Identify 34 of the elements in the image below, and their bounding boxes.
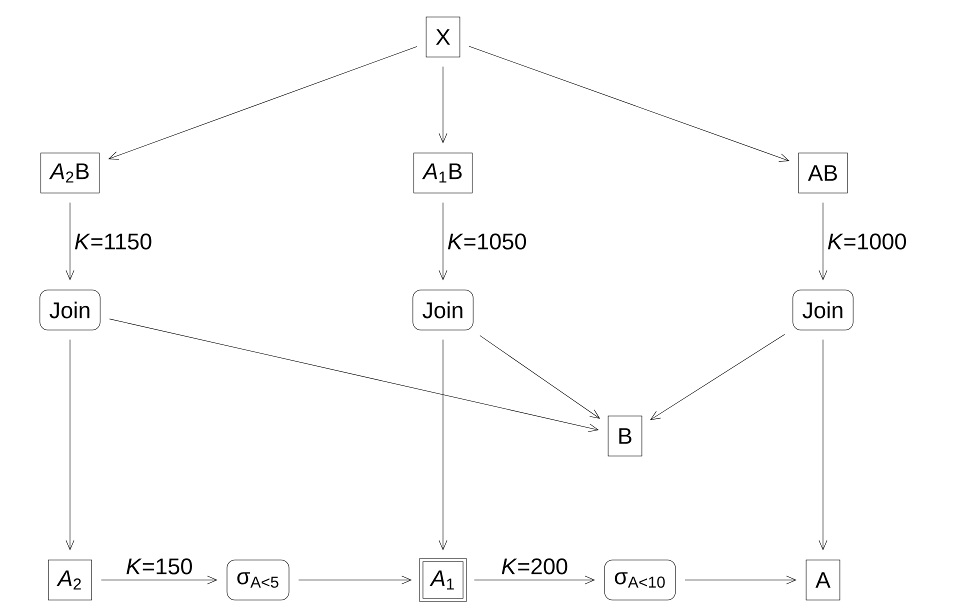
edge-label: K=200 <box>502 558 568 574</box>
arrow <box>66 202 74 280</box>
arrow <box>818 339 828 550</box>
edge-label: K=1000 <box>826 232 908 251</box>
process-box: A$_{1}$B <box>414 152 472 194</box>
rounded-box: σ$_{A<10}$ <box>604 560 676 600</box>
arrow <box>468 46 790 162</box>
rounded-box: Join <box>40 290 100 330</box>
arrow <box>474 576 595 584</box>
arrow <box>650 334 785 420</box>
process-box: AB <box>798 152 848 194</box>
arrow <box>100 576 218 584</box>
arrow <box>298 576 412 584</box>
rounded-box: σ$_{A<5}$ <box>226 560 290 600</box>
edge-label: K=1150 <box>72 232 154 251</box>
arrow <box>438 339 448 550</box>
arrow <box>108 46 418 160</box>
arrow <box>480 335 600 419</box>
double-box: A$_{1}$ <box>420 558 466 602</box>
arrow <box>684 576 797 584</box>
arrow <box>438 202 448 280</box>
arrow <box>818 202 828 280</box>
edge-label: K=150 <box>126 558 192 574</box>
process-box: A <box>806 560 840 600</box>
rounded-box: Join <box>412 290 474 330</box>
process-box: B <box>608 416 642 456</box>
arrow <box>438 66 448 144</box>
process-box: A$_{2}$B <box>40 152 100 194</box>
edge-label: K=1050 <box>446 232 528 251</box>
process-box: A$_{2}$ <box>48 560 92 600</box>
rounded-box: Join <box>792 290 854 330</box>
arrow <box>66 339 74 550</box>
process-box: X <box>426 16 460 58</box>
arrow <box>109 318 599 432</box>
